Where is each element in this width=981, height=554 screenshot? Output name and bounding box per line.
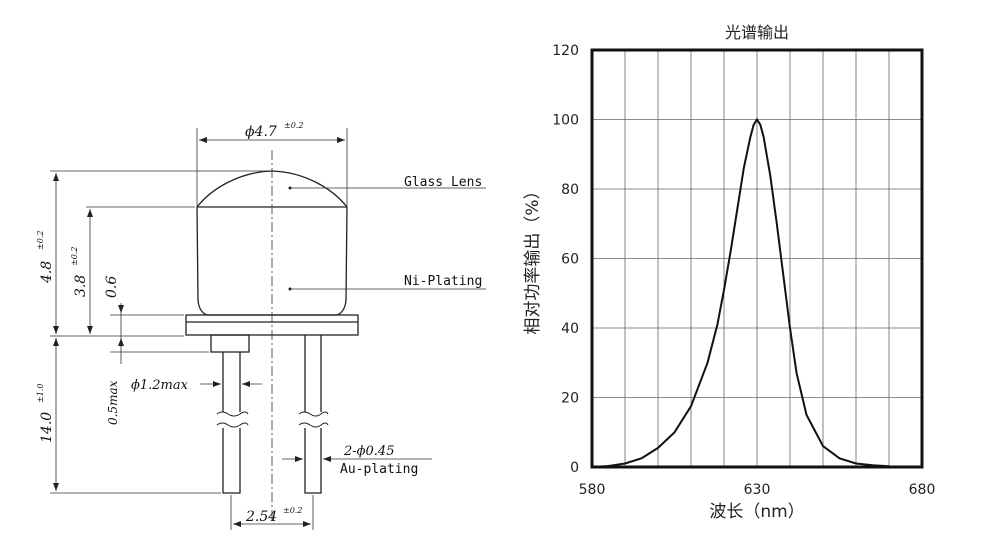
y-tick-label: 20 bbox=[561, 391, 579, 407]
lead-length-label: 14.0 bbox=[39, 412, 55, 443]
y-tick-label: 80 bbox=[561, 182, 579, 198]
stem-diameter-label: ϕ1.2max bbox=[131, 378, 189, 393]
y-tick-label: 40 bbox=[561, 321, 579, 337]
overall-height-tol: ±0.2 bbox=[36, 231, 45, 250]
right-lead bbox=[304, 335, 322, 494]
spectrum-series-line bbox=[591, 117, 923, 468]
y-tick-label: 120 bbox=[552, 43, 579, 59]
y-tick-label: 100 bbox=[552, 113, 579, 129]
lead-spacing-tol: ±0.2 bbox=[283, 506, 302, 515]
chart-grid bbox=[592, 50, 922, 467]
stem-height-label: 0.5max bbox=[106, 380, 120, 425]
y-tick-label: 0 bbox=[570, 460, 579, 476]
y-tick-label: 60 bbox=[561, 252, 579, 268]
lead-plating-label: Au-plating bbox=[340, 462, 418, 477]
y-axis-label: 相对功率输出（%） bbox=[523, 182, 543, 334]
lead-spacing-label: 2.54 bbox=[245, 509, 277, 525]
glass-lens-label: Glass Lens bbox=[404, 175, 482, 190]
chart-title: 光谱输出 bbox=[725, 23, 789, 42]
body-height-tol: ±0.2 bbox=[70, 247, 79, 266]
overall-height-label: 4.8 bbox=[39, 261, 55, 284]
lead-length-tol: ±1.0 bbox=[36, 384, 45, 403]
x-tick-label: 680 bbox=[909, 482, 936, 498]
x-tick-labels: 580 630 680 bbox=[579, 482, 936, 498]
plot-frame bbox=[590, 48, 924, 469]
stem bbox=[210, 334, 250, 353]
ni-plating-label: Ni-Plating bbox=[404, 274, 482, 289]
flange-thickness-label: 0.6 bbox=[104, 276, 120, 298]
overall-diameter-tol: ±0.2 bbox=[284, 121, 303, 130]
package-drawing: ϕ4.7 ±0.2 4.8 ±0.2 3.8 ±0.2 0.6 14.0 ±1.… bbox=[36, 121, 486, 530]
x-tick-label: 580 bbox=[579, 482, 606, 498]
body-height-label: 3.8 bbox=[73, 275, 89, 297]
x-tick-label: 630 bbox=[744, 482, 771, 498]
overall-diameter-label: ϕ4.7 bbox=[245, 124, 277, 140]
lead-break-right bbox=[298, 411, 329, 428]
lead-break-left bbox=[216, 411, 249, 428]
left-lead bbox=[222, 352, 241, 494]
y-tick-labels: 0 20 40 60 80 100 120 bbox=[552, 43, 579, 476]
lead-diameter-label: 2-ϕ0.45 bbox=[343, 444, 394, 459]
x-axis-label: 波长（nm） bbox=[709, 502, 804, 522]
